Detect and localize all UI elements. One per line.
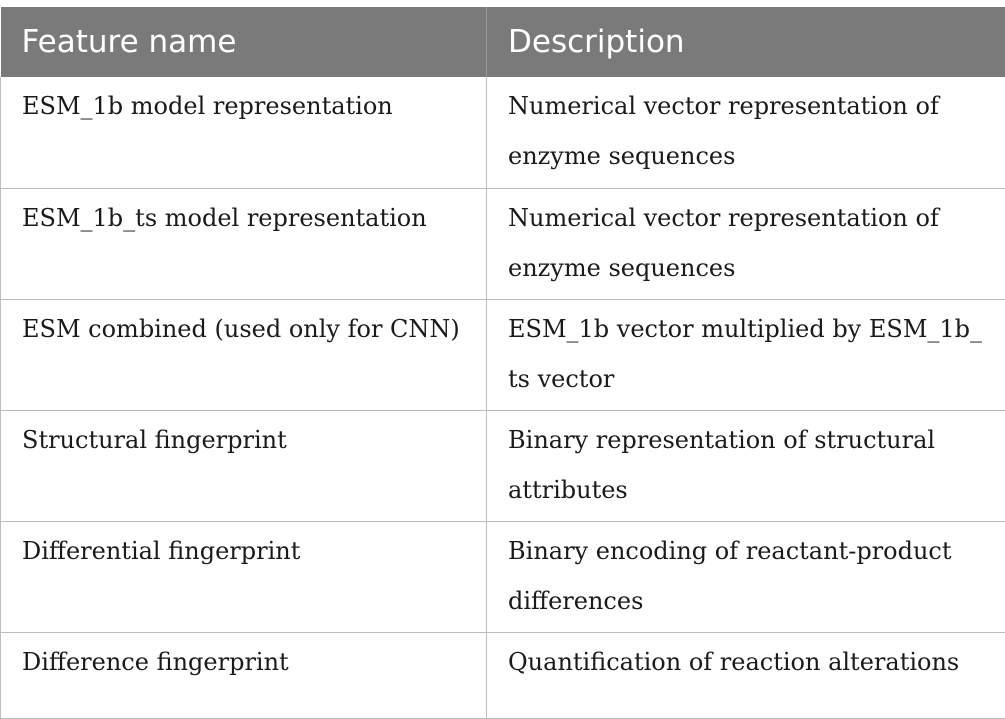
feature-name-cell: Structural fingerprint bbox=[1, 410, 487, 521]
description: Numerical vector representation of enzym… bbox=[508, 81, 987, 181]
description-cell: Numerical vector representation of enzym… bbox=[487, 188, 1005, 299]
table-row: ESM_1b model representation Numerical ve… bbox=[1, 77, 1005, 188]
feature-name: ESM_1b_ts model representation bbox=[22, 193, 468, 243]
feature-name-cell: ESM combined (used only for CNN) bbox=[1, 299, 487, 410]
header-description: Description bbox=[487, 7, 1005, 77]
description-cell: Numerical vector representation of enzym… bbox=[487, 77, 1005, 188]
feature-name: ESM combined (used only for CNN) bbox=[22, 304, 468, 354]
table-row: Differential fingerprint Binary encoding… bbox=[1, 521, 1005, 632]
feature-name-cell: Difference fingerprint bbox=[1, 632, 487, 718]
header-feature-name: Feature name bbox=[1, 7, 487, 77]
table-header: Feature name Description bbox=[1, 7, 1005, 77]
feature-name-cell: ESM_1b model representation bbox=[1, 77, 487, 188]
feature-name: Differential fingerprint bbox=[22, 526, 468, 576]
table-row: ESM_1b_ts model representation Numerical… bbox=[1, 188, 1005, 299]
feature-name: Difference fingerprint bbox=[22, 637, 468, 687]
description: Quantification of reaction alterations bbox=[508, 637, 987, 687]
description-cell: Binary representation of structural attr… bbox=[487, 410, 1005, 521]
description-cell: Binary encoding of reactant-product diff… bbox=[487, 521, 1005, 632]
feature-name-cell: ESM_1b_ts model representation bbox=[1, 188, 487, 299]
description: Numerical vector representation of enzym… bbox=[508, 193, 987, 293]
description: Binary representation of structural attr… bbox=[508, 415, 987, 515]
description: ESM_1b vector multiplied by ESM_1b_ ts v… bbox=[508, 304, 987, 404]
table-row: Structural fingerprint Binary representa… bbox=[1, 410, 1005, 521]
table-body: ESM_1b model representation Numerical ve… bbox=[1, 77, 1005, 718]
feature-name: Structural fingerprint bbox=[22, 415, 468, 465]
description-cell: ESM_1b vector multiplied by ESM_1b_ ts v… bbox=[487, 299, 1005, 410]
feature-name: ESM_1b model representation bbox=[22, 81, 468, 131]
description-cell: Quantification of reaction alterations bbox=[487, 632, 1005, 718]
table-row: Difference fingerprint Quantification of… bbox=[1, 632, 1005, 718]
feature-table: Feature name Description ESM_1b model re… bbox=[0, 7, 1005, 719]
header-row: Feature name Description bbox=[1, 7, 1005, 77]
table-row: ESM combined (used only for CNN) ESM_1b … bbox=[1, 299, 1005, 410]
feature-name-cell: Differential fingerprint bbox=[1, 521, 487, 632]
feature-table-container: Feature name Description ESM_1b model re… bbox=[0, 7, 1005, 719]
description: Binary encoding of reactant-product diff… bbox=[508, 526, 987, 626]
